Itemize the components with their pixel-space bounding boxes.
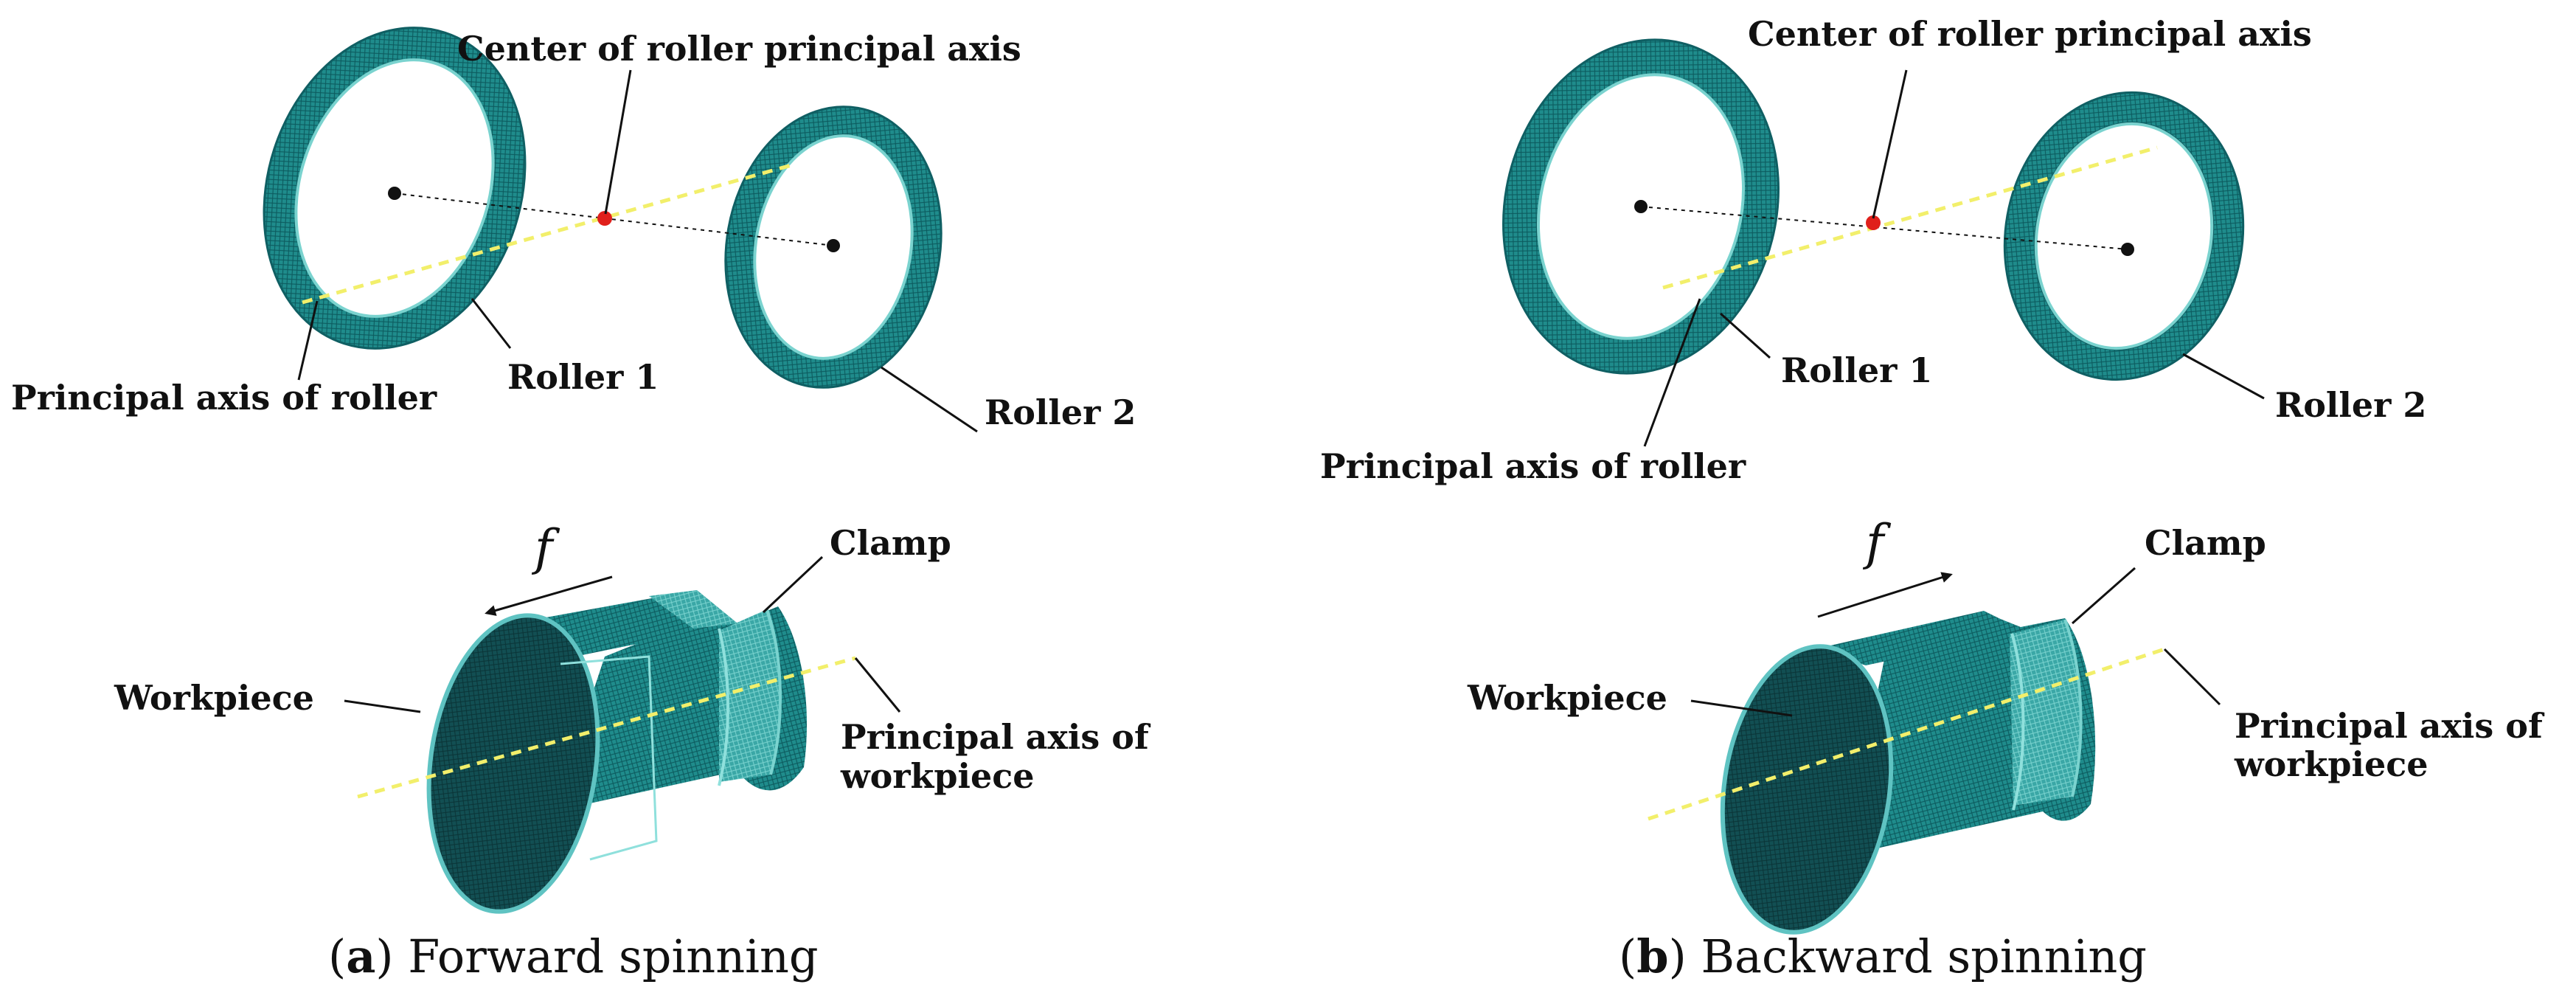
clamp-leader [2072,567,2136,625]
roller2-leader [881,366,978,433]
caption-a: (a) Forward spinning [328,929,819,983]
panel-b: Center of roller principal axis Principa… [1320,14,2545,983]
roller1-leader [1719,312,1771,359]
caption-text: ) Backward spinning [1669,929,2147,983]
roller1-leader [471,298,512,349]
roller-2-ring [724,105,942,389]
roller-hub-line [1640,206,2128,250]
workpiece-opening [1720,644,1894,935]
workpiece-principal-axis [357,656,856,799]
roller-hub-line [394,193,834,246]
center-point [1866,215,1881,230]
caption-open: ( [1619,929,1636,983]
roller-2-hub-point [2121,243,2134,256]
workpiece-leader [344,699,421,713]
roller-2-ring [2003,91,2245,381]
roller-axis-leader [297,300,319,381]
clamp-leader [762,555,824,614]
roller-2-hub-point [827,239,840,252]
caption-open: ( [328,929,346,983]
center-point [597,211,612,226]
workpiece-axis-label-2: workpiece [840,756,1035,796]
clamp-body [719,609,781,782]
panel-a: Center of roller principal axis Principa… [11,27,1151,983]
workpiece-leader [1690,699,1793,717]
center-leader [604,69,632,215]
workpiece-label: Workpiece [114,678,314,718]
roller-1-hub-point [1634,200,1648,213]
workpiece-axis-label-1: Principal axis of [2235,706,2545,746]
caption-letter: a [346,929,375,983]
roller2-label: Roller 2 [985,392,1136,432]
feed-symbol: f [1862,514,1892,571]
roller-axis-leader [1643,298,1701,447]
roller-principal-axis [1662,145,2158,290]
feed-symbol: f [531,519,560,576]
workpiece-label: Workpiece [1467,678,1667,718]
center-label: Center of roller principal axis [1748,14,2312,54]
center-leader [1872,69,1908,219]
workpiece-axis-leader [2163,648,2221,706]
workpiece-opening [426,613,600,914]
center-label: Center of roller principal axis [457,29,1021,69]
roller-axis-label: Principal axis of roller [1320,446,1746,486]
caption-letter: b [1636,929,1668,983]
workpiece-cylinder [1720,611,2096,935]
feed-arrow [1817,572,1953,618]
clamp-body [2010,620,2081,806]
feed-arrow [485,575,613,616]
clamp-label: Clamp [2145,523,2266,563]
roller-principal-axis [302,162,797,305]
workpiece-axis-leader [854,657,901,713]
roller-1-ring [263,27,527,350]
roller1-label: Roller 1 [507,357,659,397]
caption-b: (b) Backward spinning [1619,929,2147,983]
roller2-leader [2182,353,2265,400]
roller1-label: Roller 1 [1781,350,1932,390]
caption-text: ) Forward spinning [375,929,818,983]
roller-1-ring [1502,38,1780,375]
roller2-label: Roller 2 [2275,385,2426,425]
clamp-label: Clamp [830,523,951,563]
workpiece-axis-label-2: workpiece [2234,744,2429,784]
roller-1-hub-point [388,187,401,200]
workpiece-cylinder [426,590,808,914]
workpiece-principal-axis [1648,647,2165,821]
roller-axis-label: Principal axis of roller [11,378,437,418]
workpiece-axis-label-1: Principal axis of [841,717,1151,757]
